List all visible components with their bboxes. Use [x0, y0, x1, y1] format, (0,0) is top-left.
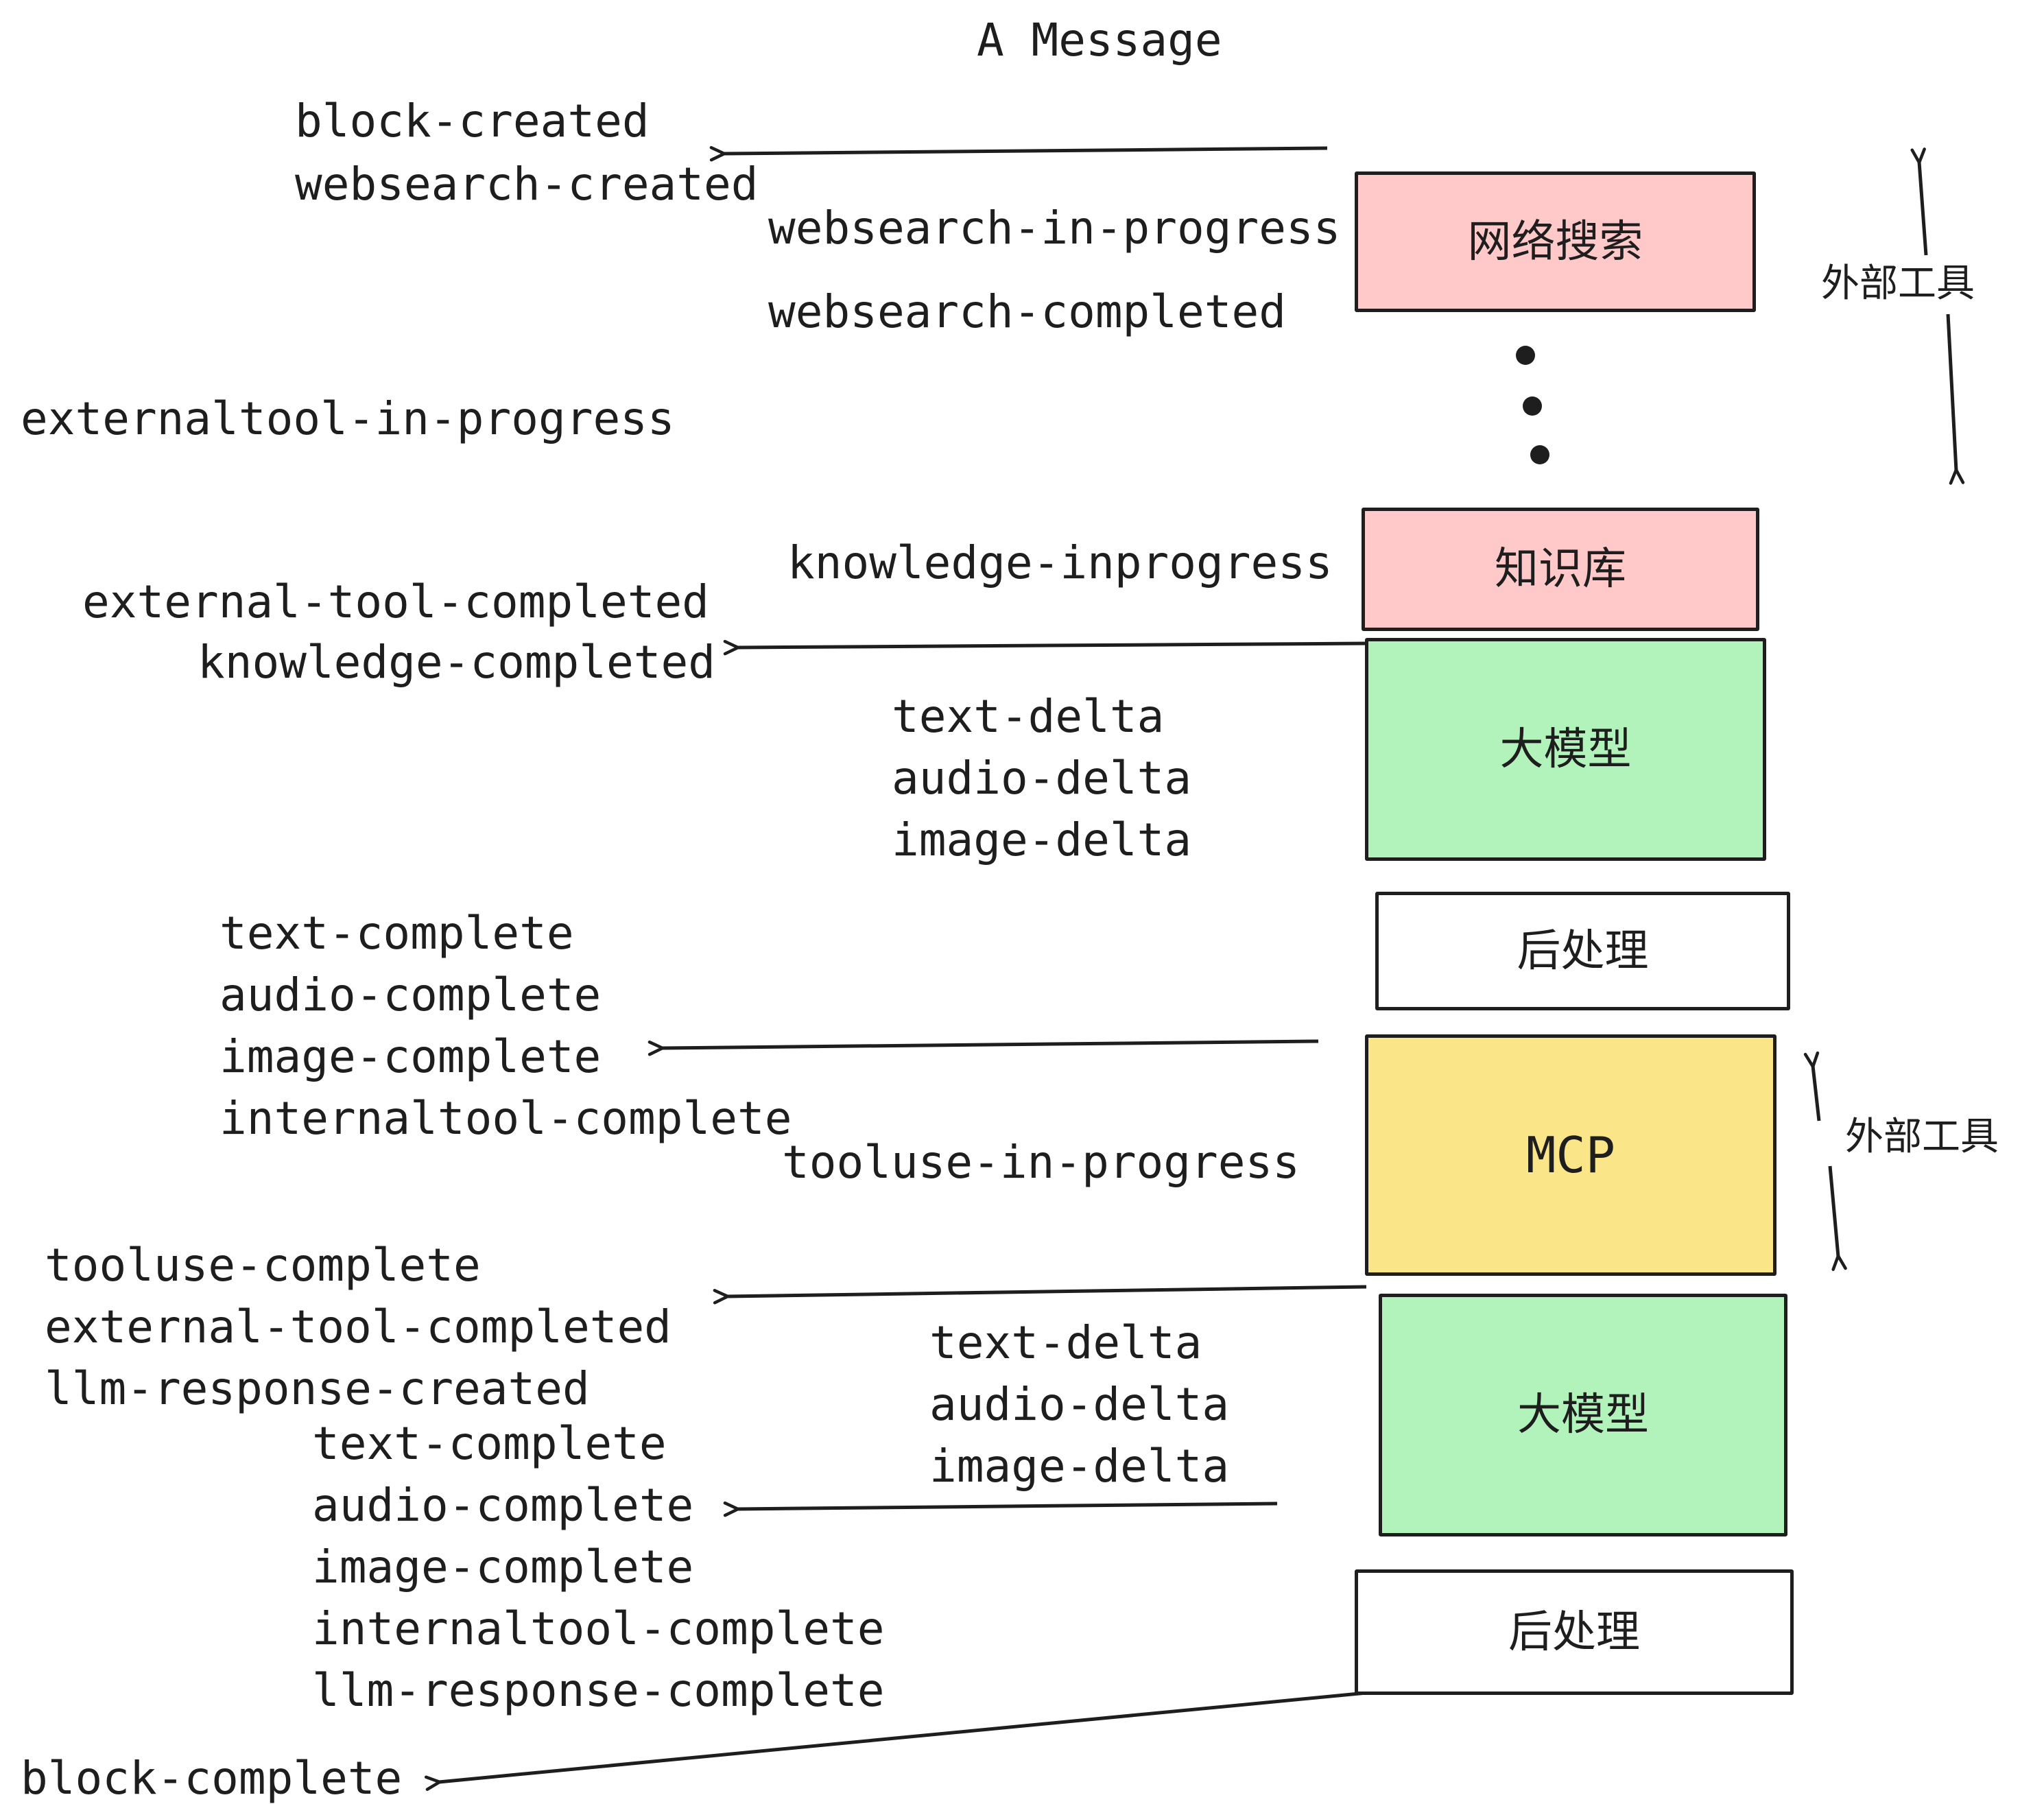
event-label-websearch-completed: websearch-completed — [768, 285, 1286, 338]
event-label-llm-response-created: llm-response-created — [45, 1362, 590, 1415]
external-tools2-up-arrow — [1813, 1066, 1821, 1121]
event-label-image-delta: image-delta — [892, 814, 1192, 866]
event-label-audio-delta-2: audio-delta — [929, 1378, 1230, 1431]
box-websearch-label: 网络搜索 — [1467, 216, 1643, 268]
diagram-title: A Message — [977, 14, 1222, 67]
ellipsis-dot — [1523, 396, 1542, 416]
box-llm-top: 大模型 — [1365, 638, 1766, 861]
event-label-text-delta-2: text-delta — [929, 1316, 1202, 1369]
box-mcp-label: MCP — [1525, 1126, 1616, 1184]
ellipsis-dot — [1516, 346, 1535, 365]
event-label-internaltool-complete: internaltool-complete — [219, 1092, 792, 1145]
event-label-websearch-created: websearch-created — [295, 158, 759, 211]
box-post-bottom: 后处理 — [1355, 1569, 1794, 1695]
event-label-audio-delta: audio-delta — [892, 752, 1192, 805]
event-label-tooluse-complete: tooluse-complete — [45, 1239, 481, 1292]
event-label-image-complete-2: image-complete — [312, 1541, 694, 1593]
event-label-external-tool-completed: external-tool-completed — [82, 575, 709, 628]
ellipsis-dot — [1530, 445, 1549, 464]
event-label-image-delta-2: image-delta — [929, 1440, 1230, 1493]
box-llm-bottom-label: 大模型 — [1517, 1390, 1649, 1440]
event-label-knowledge-inprogress: knowledge-inprogress — [787, 536, 1333, 589]
event-label-externaltool-in-progress: externaltool-in-progress — [21, 392, 675, 445]
external-tools-label: 外部工具 — [1821, 261, 1975, 306]
box-post-top: 后处理 — [1375, 892, 1790, 1010]
event-label-internaltool-complete-2: internaltool-complete — [312, 1602, 885, 1655]
external-tools-label-2: 外部工具 — [1845, 1115, 1999, 1159]
event-label-tooluse-in-progress: tooluse-in-progress — [782, 1136, 1300, 1189]
arrow-postprocess-to-complete-events — [662, 1039, 1319, 1048]
arrow-llm-to-audio-complete — [737, 1504, 1278, 1509]
external-tools-down-arrow — [1946, 313, 1956, 471]
event-label-audio-complete-2: audio-complete — [312, 1479, 694, 1532]
event-label-llm-response-complete: llm-response-complete — [312, 1664, 885, 1717]
arrow-websearch-to-created-events — [724, 148, 1328, 154]
box-websearch: 网络搜索 — [1355, 171, 1756, 312]
event-label-image-complete: image-complete — [219, 1030, 602, 1083]
box-knowledge-label: 知识库 — [1495, 544, 1626, 595]
event-label-audio-complete: audio-complete — [219, 969, 602, 1021]
box-post-top-label: 后处理 — [1517, 925, 1649, 977]
event-label-block-complete: block-complete — [21, 1752, 403, 1804]
box-mcp: MCP — [1365, 1034, 1776, 1276]
event-label-text-delta: text-delta — [892, 690, 1165, 743]
event-label-knowledge-completed: knowledge-completed — [198, 636, 715, 689]
box-llm-top-label: 大模型 — [1499, 724, 1632, 775]
box-knowledge: 知识库 — [1362, 508, 1759, 631]
event-label-text-complete: text-complete — [219, 907, 574, 960]
external-tools-up-arrow — [1919, 162, 1928, 256]
arrow-mcp-to-tooluse-events — [727, 1285, 1367, 1296]
event-label-text-complete-2: text-complete — [312, 1417, 667, 1470]
arrow-knowledge-to-completed-events — [737, 643, 1367, 648]
event-label-block-created: block-created — [295, 95, 650, 147]
event-label-external-tool-completed-2: external-tool-completed — [45, 1301, 672, 1353]
box-post-bottom-label: 后处理 — [1508, 1606, 1640, 1658]
box-llm-bottom: 大模型 — [1379, 1294, 1787, 1536]
external-tools2-down-arrow — [1828, 1165, 1838, 1257]
event-label-websearch-in-progress: websearch-in-progress — [768, 202, 1341, 254]
